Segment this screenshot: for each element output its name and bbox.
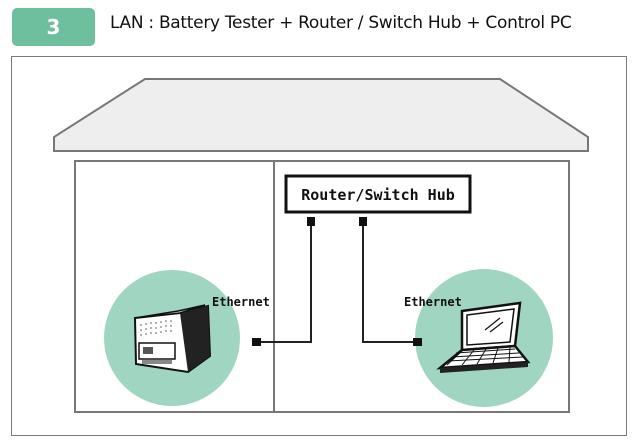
- pc-plug: [413, 338, 422, 346]
- house-body: [74, 160, 570, 413]
- laptop-icon: [436, 301, 531, 373]
- tester-plug: [252, 338, 261, 346]
- step-badge: 3: [12, 8, 95, 46]
- hub-port-right: [359, 217, 367, 226]
- tester-ethernet-label: Ethernet: [212, 295, 270, 309]
- house-roof: [53, 78, 589, 152]
- hub-label: Router/Switch Hub: [301, 186, 455, 204]
- hub-port-left: [307, 217, 315, 226]
- pc-cable: [362, 221, 417, 343]
- battery-tester-icon: [133, 304, 212, 374]
- pc-ethernet-label: Ethernet: [404, 295, 462, 309]
- hub-box: [284, 174, 472, 214]
- page-title: LAN : Battery Tester + Router / Switch H…: [110, 13, 572, 33]
- diagram-frame: [11, 56, 627, 436]
- tester-cable: [257, 221, 312, 343]
- step-number: 3: [46, 15, 61, 39]
